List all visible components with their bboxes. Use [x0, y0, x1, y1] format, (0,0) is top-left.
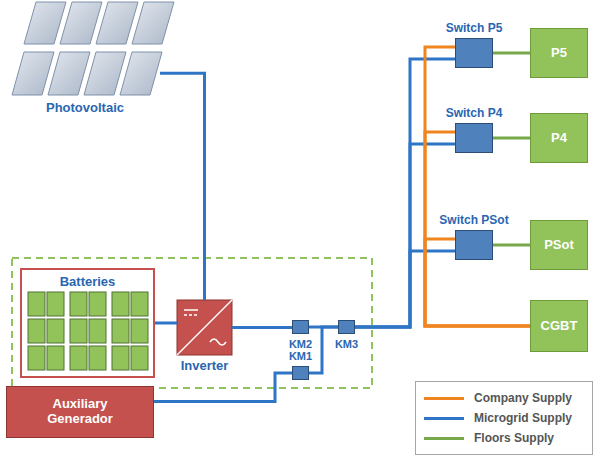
legend-text: Microgrid Supply	[474, 411, 572, 425]
box-text: Auxiliary Generador	[29, 397, 131, 427]
label-text: Switch P4	[446, 106, 503, 120]
label-text: Inverter	[181, 358, 229, 373]
label-text: KM3	[335, 338, 358, 350]
node-label: Photovoltaic	[46, 100, 124, 115]
supply-line	[355, 59, 455, 327]
supply-line	[493, 137, 530, 140]
label-text: Switch PSot	[439, 213, 508, 227]
label-text: KM1	[289, 350, 312, 362]
legend-text: Company Supply	[474, 391, 572, 405]
label-text: Switch P5	[446, 21, 503, 35]
supply-line	[154, 373, 292, 402]
node-label: Batteries	[60, 274, 116, 289]
node-label: Switch P4	[446, 106, 503, 120]
generator-box: Auxiliary Generador	[6, 386, 154, 438]
label-text: Batteries	[60, 274, 116, 289]
supply-line	[232, 326, 292, 329]
node-label: KM3	[335, 338, 358, 350]
label-text: KM2	[289, 338, 312, 350]
solar-panels	[12, 2, 174, 95]
node-label: KM2	[289, 338, 312, 350]
node-label: KM1	[289, 350, 312, 362]
contactor: KM2	[292, 320, 309, 334]
box-text: P5	[551, 46, 567, 61]
floor-box: P4	[530, 113, 588, 163]
switchboard-box: CGBT	[530, 300, 588, 352]
node-label: Inverter	[181, 358, 229, 373]
legend-row: Microgrid Supply	[424, 408, 584, 428]
supply-line	[493, 244, 530, 247]
legend-swatch	[424, 397, 464, 400]
box-text: CGBT	[541, 319, 578, 334]
node-label: Switch P5	[446, 21, 503, 35]
floor-box: P5	[530, 28, 588, 78]
switch-box: Switch P5	[455, 38, 493, 68]
floor-box: PSot	[530, 220, 588, 270]
inverter-symbol	[177, 300, 232, 355]
supply-line	[493, 52, 530, 55]
label-text: Photovoltaic	[46, 100, 124, 115]
legend-row: Floors Supply	[424, 428, 584, 448]
supply-line	[425, 47, 530, 326]
supply-line	[160, 73, 205, 300]
box-text: P4	[551, 131, 567, 146]
box-text: PSot	[544, 238, 574, 253]
contactor: KM3	[338, 320, 355, 334]
supply-line	[355, 144, 455, 327]
legend-swatch	[424, 437, 464, 440]
switch-box: Switch P4	[455, 123, 493, 153]
node-label: Switch PSot	[439, 213, 508, 227]
battery-bank: Batteries	[20, 268, 155, 378]
legend: Company SupplyMicrogrid SupplyFloors Sup…	[415, 381, 593, 455]
legend-text: Floors Supply	[474, 431, 554, 445]
supply-line	[355, 251, 455, 327]
supply-line	[425, 132, 530, 326]
supply-line	[309, 327, 338, 373]
legend-swatch	[424, 417, 464, 420]
photovoltaic-array: Photovoltaic	[10, 2, 160, 97]
legend-row: Company Supply	[424, 388, 584, 408]
inverter: Inverter	[177, 300, 232, 355]
switch-box: Switch PSot	[455, 230, 493, 260]
battery-cells	[28, 292, 148, 370]
supply-line	[155, 322, 177, 325]
microgrid-group	[12, 258, 372, 388]
contactor: KM1	[292, 366, 309, 380]
